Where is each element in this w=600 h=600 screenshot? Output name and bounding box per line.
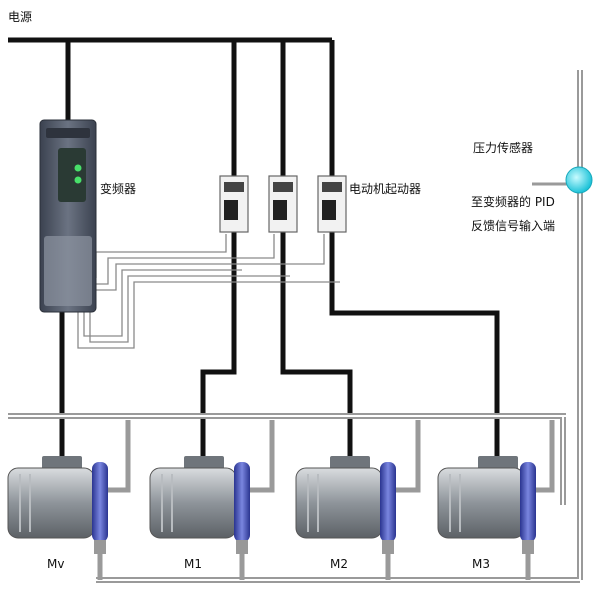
motor-label-m3: M3: [472, 557, 490, 571]
motor-mv: [7, 456, 108, 554]
power-bus: [8, 37, 335, 176]
motor-m3: [437, 456, 536, 554]
pressure-sensor: [532, 166, 593, 194]
motor-label-mv: Mv: [47, 557, 65, 571]
vfd-led-2: [74, 176, 82, 184]
motor-m1: [149, 456, 250, 554]
starter-label: 电动机起动器: [349, 182, 422, 196]
pressure-sensor-label: 压力传感器: [473, 141, 534, 155]
vfd-label: 变频器: [100, 182, 137, 196]
pipe-highlight: [8, 70, 581, 581]
motor-label-m2: M2: [330, 557, 348, 571]
pid-label-line1: 至变频器的 PID: [471, 195, 555, 209]
vfd-display-panel: [58, 148, 86, 202]
motor-starter-1: [219, 175, 249, 233]
motor-label-m1: M1: [184, 557, 202, 571]
vfd-led-1: [74, 164, 82, 172]
vfd-unit: [39, 119, 97, 313]
control-wires: [77, 234, 340, 349]
motor-m2: [295, 456, 396, 554]
power-label: 电源: [8, 10, 33, 24]
motor-starter-2: [268, 175, 298, 233]
motor-starter-3: [317, 175, 347, 233]
pid-label-line2: 反馈信号输入端: [471, 219, 556, 233]
